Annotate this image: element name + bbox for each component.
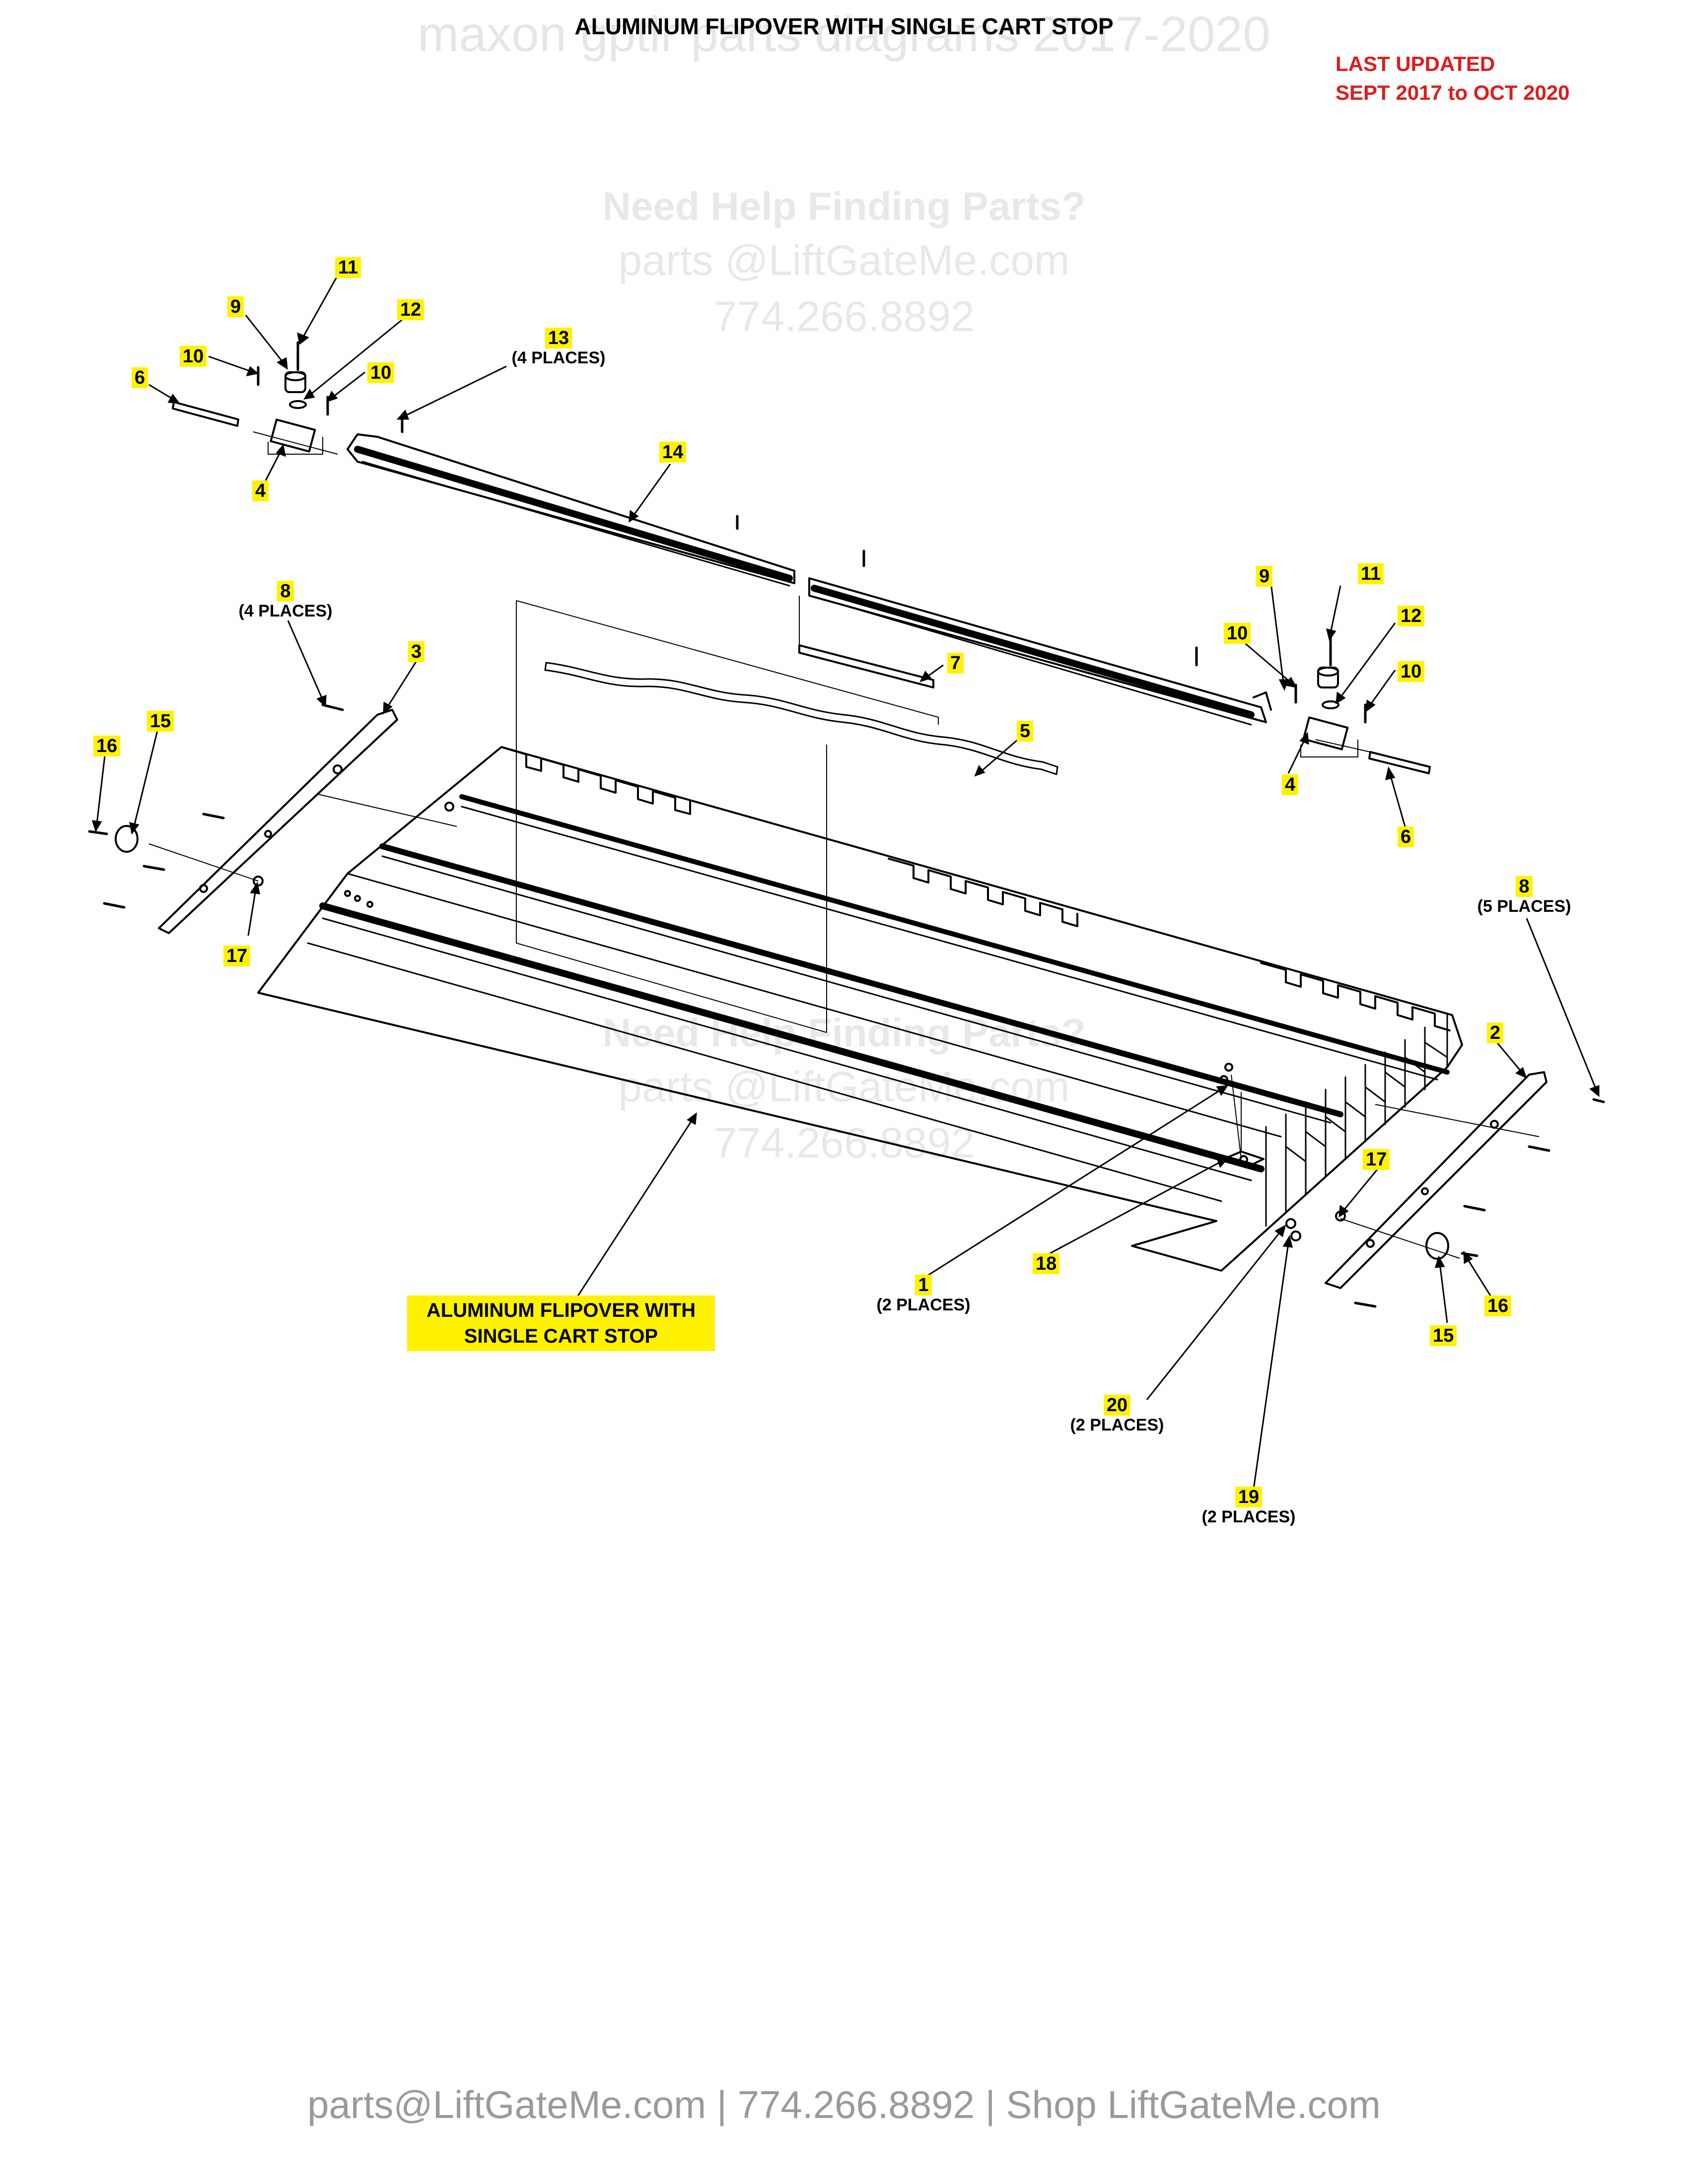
callout-13-group: 13 (4 PLACES) — [499, 328, 618, 368]
right-side-plate — [1219, 1063, 1605, 1308]
callout-12-right: 12 — [1398, 606, 1425, 626]
callout-16-left: 16 — [93, 736, 121, 756]
callout-1-group: 1 (2 PLACES) — [866, 1275, 981, 1315]
callout-3: 3 — [408, 641, 425, 662]
callout-9-right: 9 — [1256, 566, 1273, 587]
callout-19-note: (2 PLACES) — [1201, 1507, 1296, 1526]
callout-1: 1 — [915, 1275, 932, 1296]
callout-17-left: 17 — [223, 946, 251, 966]
callout-9-left: 9 — [227, 296, 244, 317]
callout-13-note: (4 PLACES) — [511, 348, 606, 367]
assembly-label-line1: ALUMINUM FLIPOVER WITH — [426, 1299, 696, 1321]
help-watermark-email: parts @LiftGateMe.com — [618, 1063, 1070, 1111]
callout-18: 18 — [1033, 1253, 1060, 1274]
callout-11-right: 11 — [1358, 563, 1384, 584]
help-watermark-upper: Need Help Finding Parts? parts @LiftGate… — [0, 184, 1688, 341]
callout-2: 2 — [1487, 1023, 1504, 1043]
watermark-top: maxon gptlr parts diagrams 2017-2020 — [418, 6, 1270, 62]
callout-16-right: 16 — [1484, 1296, 1512, 1316]
callout-20-note: (2 PLACES) — [1070, 1416, 1164, 1434]
callout-19: 19 — [1235, 1487, 1263, 1507]
callout-8-left: 8 — [277, 581, 294, 602]
callout-8-left-note: (4 PLACES) — [238, 602, 333, 620]
callout-10-right-a: 10 — [1224, 623, 1251, 644]
callout-20-group: 20 (2 PLACES) — [1060, 1395, 1174, 1435]
callout-5: 5 — [1017, 721, 1034, 742]
assembly-label-line2: SINGLE CART STOP — [464, 1325, 658, 1347]
callout-15-left: 15 — [147, 711, 174, 732]
callout-10-right-b: 10 — [1398, 661, 1425, 682]
help-watermark-phone: 774.266.8892 — [713, 293, 975, 341]
last-updated-note: LAST UPDATED SEPT 2017 to OCT 2020 — [1336, 50, 1570, 107]
help-watermark-phone: 774.266.8892 — [713, 1119, 975, 1167]
callout-6-right: 6 — [1398, 826, 1414, 847]
callout-8-right-note: (5 PLACES) — [1477, 897, 1571, 916]
help-watermark-email: parts @LiftGateMe.com — [618, 237, 1070, 284]
callout-10-left-b: 10 — [367, 362, 395, 383]
callout-8-left-group: 8 (4 PLACES) — [231, 581, 340, 621]
assembly-label: ALUMINUM FLIPOVER WITH SINGLE CART STOP — [407, 1296, 715, 1351]
callout-19-group: 19 (2 PLACES) — [1192, 1487, 1306, 1527]
callout-4-right: 4 — [1282, 774, 1299, 795]
callout-15-right: 15 — [1430, 1325, 1457, 1346]
callout-11-left: 11 — [335, 257, 361, 278]
callout-12-left: 12 — [397, 299, 424, 320]
callout-8-right-group: 8 (5 PLACES) — [1465, 876, 1584, 916]
callout-1-note: (2 PLACES) — [876, 1296, 971, 1314]
last-updated-range: SEPT 2017 to OCT 2020 — [1336, 81, 1570, 104]
top-rail — [347, 418, 1272, 726]
callout-14: 14 — [659, 442, 687, 463]
callout-6-left: 6 — [132, 367, 148, 388]
callout-17-right: 17 — [1363, 1149, 1390, 1170]
callout-13: 13 — [545, 328, 572, 348]
left-side-plate — [88, 703, 398, 934]
wave-spring — [544, 662, 1058, 775]
page-title: ALUMINUM FLIPOVER WITH SINGLE CART STOP — [574, 13, 1114, 39]
flipover-platform — [257, 746, 1463, 1272]
last-updated-label: LAST UPDATED — [1336, 52, 1495, 75]
footer-contact[interactable]: parts@LiftGateMe.com | 774.266.8892 | Sh… — [307, 2083, 1381, 2126]
callout-8-right: 8 — [1516, 876, 1533, 897]
callout-10-left-a: 10 — [180, 346, 207, 367]
right-hinge-block — [1294, 636, 1431, 774]
callout-4-left: 4 — [252, 480, 269, 501]
callout-20: 20 — [1103, 1395, 1131, 1416]
help-watermark-heading: Need Help Finding Parts? — [602, 184, 1086, 228]
callout-7: 7 — [947, 653, 964, 674]
